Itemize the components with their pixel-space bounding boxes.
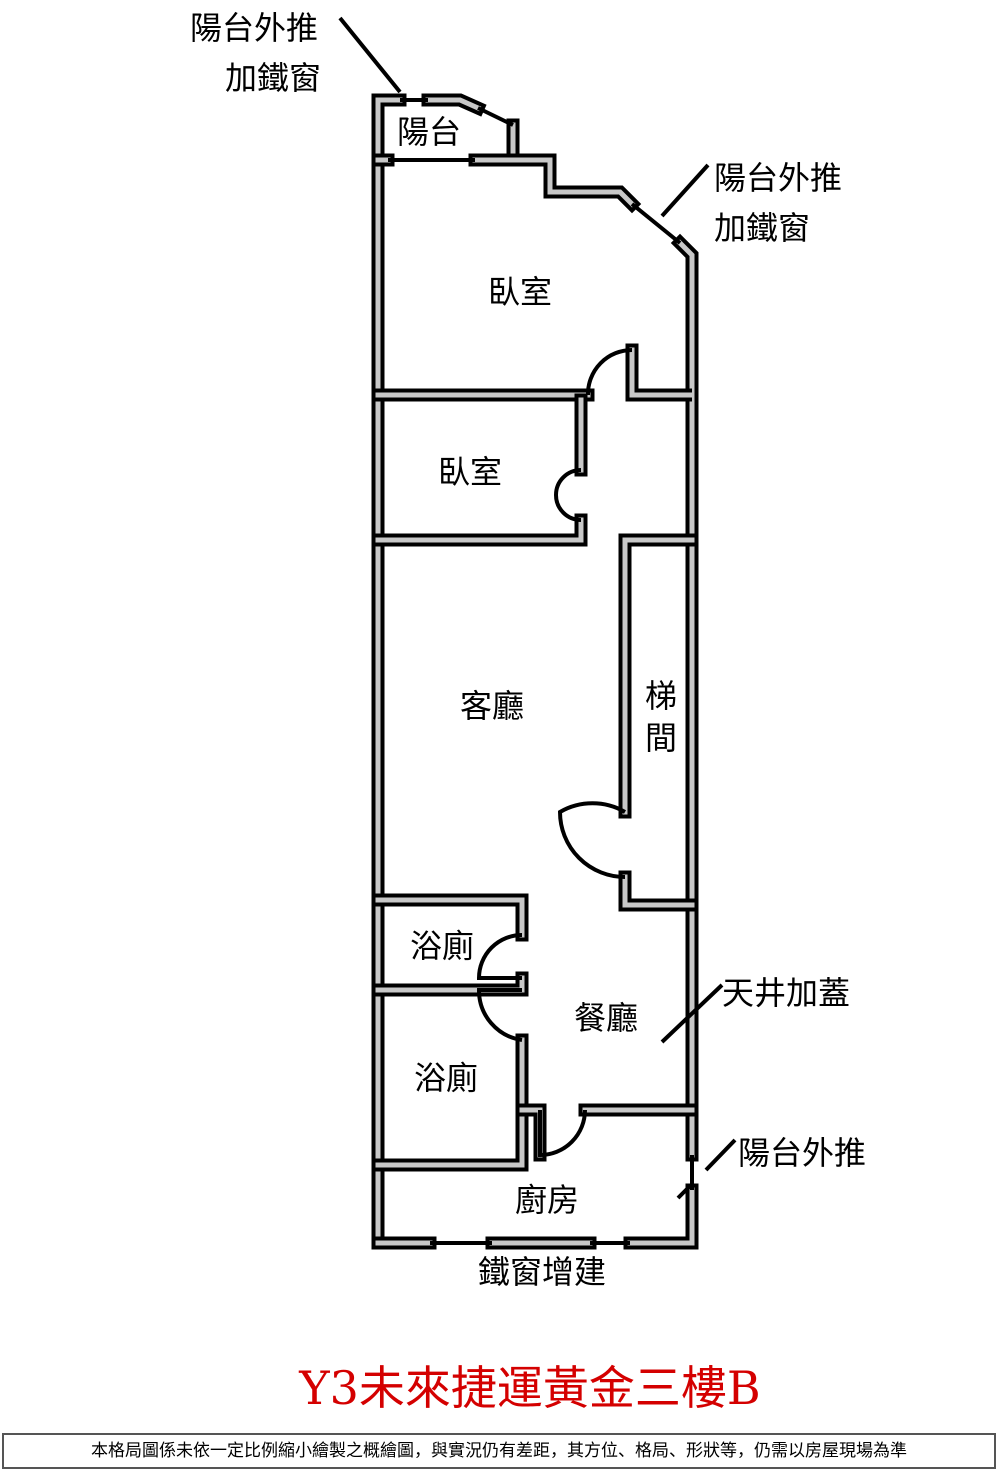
disclaimer: 本格局圖係未依一定比例縮小繪製之概繪圖，與實況仍有差距，其方位、格局、形狀等，仍…: [2, 1433, 996, 1469]
wall: [375, 517, 584, 543]
wall: [468, 153, 642, 214]
room-bath-2: 浴廁: [414, 1059, 479, 1097]
room-stairs-2: 間: [645, 719, 678, 757]
annotation-bottom: 鐵窗增建: [478, 1253, 607, 1291]
wall: [371, 93, 407, 1250]
wall: [623, 1183, 699, 1250]
wall: [425, 97, 482, 112]
room-stairs-1: 梯: [645, 677, 678, 715]
annotation-skylight: 天井加蓋: [722, 974, 851, 1012]
wall: [618, 870, 699, 912]
wall: [375, 897, 525, 938]
room-kitchen: 廚房: [515, 1181, 580, 1219]
annotation-right-2: 加鐵窗: [714, 209, 811, 247]
room-dining: 餐廳: [574, 999, 639, 1037]
wall: [375, 1037, 525, 1168]
leader-line: [338, 16, 737, 1200]
wall: [375, 97, 403, 1246]
wall: [371, 513, 588, 547]
room-bath-1: 浴廁: [410, 927, 475, 965]
wall: [625, 343, 692, 402]
annotation-top-left-1: 陽台外推: [190, 9, 319, 47]
wall: [627, 1187, 695, 1246]
annotation-top-left-2: 加鐵窗: [225, 59, 322, 97]
room-bedroom-1: 臥室: [488, 273, 553, 311]
annotation-balcony-right: 陽台外推: [738, 1134, 867, 1172]
room-balcony: 陽台: [397, 113, 462, 151]
wall: [622, 874, 695, 908]
wall: [472, 157, 636, 208]
plan-title: Y3未來捷運黃金三樓B: [299, 1361, 761, 1415]
wall: [629, 347, 692, 398]
window: [388, 98, 694, 1245]
annotation-right-1: 陽台外推: [714, 159, 843, 197]
room-bedroom-2: 臥室: [438, 453, 503, 491]
door: [476, 348, 633, 1158]
wall: [618, 533, 699, 819]
room-living: 客廳: [460, 687, 525, 725]
wall: [676, 239, 695, 1158]
wall: [622, 537, 695, 815]
